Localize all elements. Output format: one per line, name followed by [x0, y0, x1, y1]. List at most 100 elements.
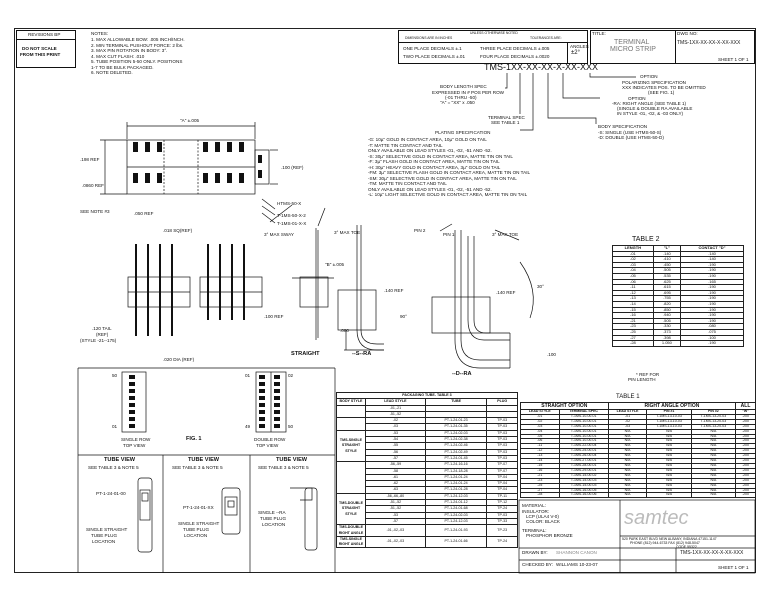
- table-header-cell: PLUG: [486, 398, 518, 406]
- table-cell: TP-03: [486, 448, 518, 456]
- note-6: 1-7 TO BE BULK PACKAGED.: [91, 64, 154, 70]
- drawn-by: SHANNON CANON: [556, 550, 597, 555]
- note-2: 2. MIN TERMINAL PUSHOUT FORCE: 2 lbs.: [91, 42, 184, 48]
- tube-view-3-title: TUBE VIEW: [276, 457, 308, 463]
- plating-line: -TM: MATTE TIN CONTACT AND TAIL: [368, 181, 447, 186]
- tube-view-3-plug3: LOCATION: [262, 522, 286, 527]
- material-bronze: PHOSPHOR BRONZE: [526, 533, 573, 538]
- table-cell: .100: [680, 334, 744, 342]
- dim-90: 90°: [400, 314, 407, 319]
- tube-view-2-part: PT-1-24-01-XX: [183, 505, 214, 510]
- plating-line: -L: 10µ" LIGHT SELECTIVE GOLD IN CONTACT…: [368, 192, 528, 197]
- table-row: -27.398.100: [612, 334, 744, 342]
- dim-note3: SEE NOTE #3: [80, 209, 110, 214]
- note-1: 1. MAX ALLOWABLE BOW: .005 INCH/INCH.: [91, 37, 185, 42]
- dim-pin2: PIN 2: [414, 228, 426, 233]
- table2: LENGTH"L"CONTACT "D"-01.140.140-02.410.1…: [612, 245, 744, 347]
- table-row: -01,-21: [336, 404, 518, 419]
- plating-line: -G: 10µ" GOLD IN CONTACT AREA, 10µ" GOLD…: [368, 137, 487, 142]
- spec-option2: OPTION: [628, 96, 646, 101]
- table-cell: TP-23: [486, 524, 518, 537]
- spec-polar2: XXX INDICATES POS. TO BE OMITTED: [622, 85, 706, 90]
- table-row: -12.695.190: [612, 289, 744, 297]
- dim-050: .050 REF: [134, 211, 154, 216]
- plating-line: -S: 30µ" SELECTIVE GOLD IN CONTACT AREA,…: [368, 153, 513, 159]
- table-cell: PT-1-24-01-24: [424, 480, 488, 488]
- table-cell: -01,-21: [365, 404, 426, 412]
- table-cell: TP-04: [486, 480, 518, 488]
- revisions-label: REVISIONS BP: [28, 32, 61, 37]
- table-cell: TP-04: [486, 486, 518, 494]
- table-cell: TP-03: [486, 423, 518, 431]
- dim-dia: .020 DIA (REF): [163, 357, 195, 362]
- table-cell: .505: [652, 267, 682, 274]
- table-cell: PT-1-24-02-49: [424, 448, 488, 456]
- material-insulator: INSULATOR:: [522, 509, 550, 514]
- table-group-cell: TMS-DOUBLE RIGHT ANGLE: [336, 524, 366, 537]
- table-cell: TP-07: [486, 467, 518, 475]
- table-row: -21.505.190: [612, 317, 744, 325]
- table-cell: -56,-59: [365, 461, 426, 469]
- table-title-cell: PACKAGING TUBE- TABLE 3: [336, 391, 518, 400]
- table-cell: .190: [680, 284, 744, 291]
- note-5: 5. TUBE POSITION 5-50 ONLY. POSITIONS: [91, 59, 183, 64]
- dim-b: "B" ±.005: [325, 262, 345, 267]
- plating-line: -FM: 3µ" SELECTIVE FLASH GOLD IN CONTACT…: [368, 170, 531, 175]
- table-cell: N/A: [690, 492, 737, 499]
- table-cell: PT-1-24-01-68: [424, 505, 488, 513]
- view-s-ra: --S--RA: [352, 351, 372, 357]
- table-cell: -58: [365, 467, 426, 475]
- table-cell: TP-11: [486, 492, 518, 501]
- dim-tms2: T-1MS-50-X-2: [277, 213, 306, 218]
- table-cell: PT-1-24-02-03: [424, 429, 488, 438]
- view-d-ra: --D--RA: [452, 371, 472, 377]
- table-cell: PT-1-24-12-03: [424, 517, 488, 526]
- table-cell: .190: [680, 306, 744, 314]
- fig1-single2: TOP VIEW: [123, 443, 146, 448]
- spec-body2: -D: DOUBLE (USE HTMS-50-D): [598, 135, 664, 140]
- table-group-cell: [336, 404, 366, 419]
- tube-view-2-plug3: LOCATION: [184, 533, 208, 538]
- checked-by: WILLIAMS 10-23-07: [556, 562, 598, 567]
- table-cell: .625: [652, 278, 682, 286]
- table-cell: T-1MS-16-00-06: [558, 492, 609, 499]
- spec-body-len: BODY LENGTH SPEC: [440, 84, 487, 89]
- table2-note2: PIN LENGTH: [628, 377, 656, 382]
- company-sheet: SHEET 1 OF 1: [718, 565, 749, 570]
- table-cell: .190: [680, 273, 744, 280]
- table-cell: PT-1-24-01-45: [424, 454, 488, 463]
- spec-body-len3: (-01 THRU -50): [445, 95, 477, 100]
- table-cell: -56: [365, 448, 426, 456]
- table-cell: .140: [680, 256, 744, 263]
- company-addr2: PHONE (812) 944-6733 FAX (812) 948-5047: [630, 541, 700, 545]
- table-cell: .755: [652, 295, 682, 302]
- table-cell: .190: [680, 267, 744, 274]
- tol-three-place: THREE PLACE DECIMALS ±.005: [480, 46, 550, 51]
- table-row: -16.940.190: [612, 312, 744, 319]
- revisions-box: [16, 30, 76, 68]
- table-cell: -51,-52: [365, 499, 426, 507]
- tube-view-1-sub: SEE TABLE 3 & NOTE 5: [88, 465, 139, 470]
- table-header-cell: BODY STYLE: [336, 398, 366, 406]
- table-cell: TP-24: [486, 505, 518, 513]
- tolerance-divider: [398, 42, 588, 43]
- table-title-row: PACKAGING TUBE- TABLE 3: [336, 391, 518, 400]
- table-row: -11.615.190: [612, 284, 744, 291]
- table-cell: -01,-02,-03: [365, 524, 426, 537]
- title-label: TITLE:: [592, 31, 606, 36]
- drawing-title-1: TERMINAL: [614, 39, 650, 46]
